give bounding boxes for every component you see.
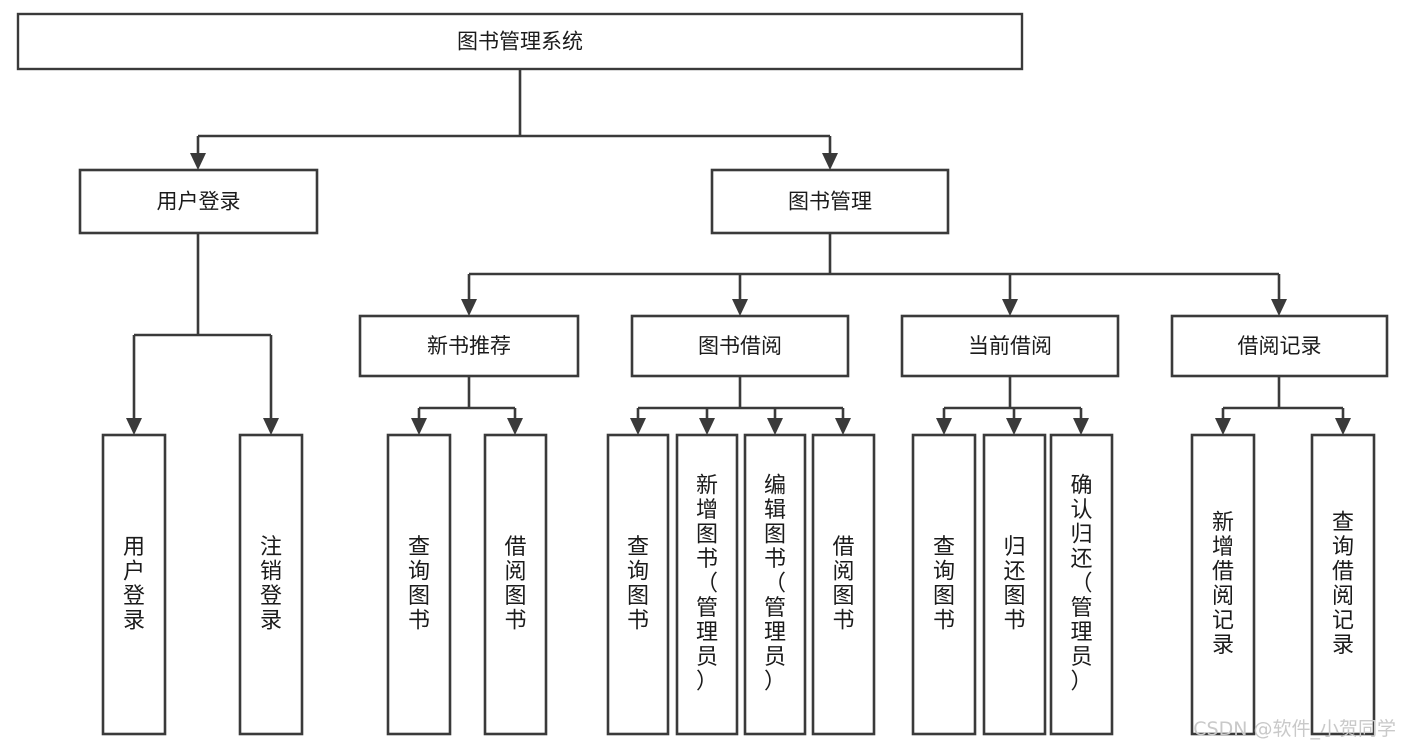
node-leaf_user_login[interactable]: 用户登录	[101, 433, 167, 736]
connector-group-login-to-leaves	[126, 233, 279, 435]
node-current[interactable]: 当前借阅	[900, 314, 1120, 378]
node-box-leaf_b_borrow[interactable]	[811, 433, 876, 736]
arrow-head-icon	[1002, 299, 1018, 316]
node-box-newbook[interactable]	[358, 314, 580, 378]
connector-group-root-to-level2	[190, 69, 838, 170]
node-label-bookmgmt: 图书管理	[788, 190, 872, 214]
node-label-root: 图书管理系统	[457, 30, 583, 54]
node-leaf_r_query[interactable]: 查询借阅记录	[1310, 433, 1376, 736]
arrow-head-icon	[822, 153, 838, 170]
node-box-leaf_r_query[interactable]	[1310, 433, 1376, 736]
node-label-leaf_user_logout: 注销登录	[260, 535, 282, 634]
arrow-head-icon	[411, 418, 427, 435]
node-label-leaf_c_confirm: 确认归还（管理员）	[1070, 474, 1092, 695]
node-label-borrow: 图书借阅	[698, 334, 782, 358]
arrow-head-icon	[190, 153, 206, 170]
node-box-leaf_c_return[interactable]	[982, 433, 1047, 736]
connector-group-records-to-leaves	[1215, 376, 1351, 435]
arrow-head-icon	[835, 418, 851, 435]
arrow-head-icon	[732, 299, 748, 316]
arrow-head-icon	[461, 299, 477, 316]
node-box-leaf_user_logout[interactable]	[238, 433, 304, 736]
node-box-leaf_c_query[interactable]	[911, 433, 977, 736]
node-label-current: 当前借阅	[968, 334, 1052, 358]
connector-group-borrow-to-leaves	[630, 376, 851, 435]
node-label-login: 用户登录	[157, 190, 241, 214]
node-label-leaf_b_borrow: 借阅图书	[832, 535, 854, 634]
arrow-head-icon	[263, 418, 279, 435]
arrow-head-icon	[1335, 418, 1351, 435]
nodes-layer: 图书管理系统用户登录图书管理新书推荐图书借阅当前借阅借阅记录用户登录注销登录查询…	[16, 12, 1389, 736]
connectors-layer	[126, 69, 1351, 435]
node-box-records[interactable]	[1170, 314, 1389, 378]
node-box-bookmgmt[interactable]	[710, 168, 950, 235]
node-label-leaf_b_edit: 编辑图书（管理员）	[764, 474, 786, 695]
arrow-head-icon	[936, 418, 952, 435]
node-login[interactable]: 用户登录	[78, 168, 319, 235]
connector-group-current-to-leaves	[936, 376, 1089, 435]
node-newbook[interactable]: 新书推荐	[358, 314, 580, 378]
node-box-leaf_b_edit[interactable]	[743, 433, 807, 736]
node-box-current[interactable]	[900, 314, 1120, 378]
node-label-leaf_new_borrow: 借阅图书	[504, 535, 526, 634]
connector-group-bookmgmt-to-level3	[461, 233, 1287, 316]
node-label-leaf_user_login: 用户登录	[123, 535, 145, 634]
connector-group-newbook-to-leaves	[411, 376, 523, 435]
node-leaf_c_confirm[interactable]: 确认归还（管理员）	[1049, 433, 1114, 736]
node-leaf_c_query[interactable]: 查询图书	[911, 433, 977, 736]
node-box-borrow[interactable]	[630, 314, 850, 378]
node-label-leaf_b_query: 查询图书	[627, 535, 649, 634]
arrow-head-icon	[699, 418, 715, 435]
csdn-watermark: CSDN @软件_小贺同学	[1193, 718, 1396, 740]
node-box-leaf_new_borrow[interactable]	[483, 433, 548, 736]
node-root[interactable]: 图书管理系统	[16, 12, 1024, 71]
node-leaf_r_add[interactable]: 新增借阅记录	[1190, 433, 1256, 736]
node-borrow[interactable]: 图书借阅	[630, 314, 850, 378]
node-leaf_c_return[interactable]: 归还图书	[982, 433, 1047, 736]
node-label-leaf_r_add: 新增借阅记录	[1212, 510, 1234, 658]
node-leaf_user_logout[interactable]: 注销登录	[238, 433, 304, 736]
node-label-records: 借阅记录	[1238, 334, 1322, 358]
arrow-head-icon	[1271, 299, 1287, 316]
node-label-leaf_b_add: 新增图书（管理员）	[696, 474, 718, 695]
node-box-leaf_r_add[interactable]	[1190, 433, 1256, 736]
node-leaf_b_query[interactable]: 查询图书	[606, 433, 670, 736]
node-box-leaf_b_add[interactable]	[675, 433, 739, 736]
node-leaf_new_query[interactable]: 查询图书	[386, 433, 452, 736]
node-box-leaf_new_query[interactable]	[386, 433, 452, 736]
arrow-head-icon	[1215, 418, 1231, 435]
arrow-head-icon	[1006, 418, 1022, 435]
node-leaf_new_borrow[interactable]: 借阅图书	[483, 433, 548, 736]
node-box-leaf_c_confirm[interactable]	[1049, 433, 1114, 736]
node-leaf_b_add[interactable]: 新增图书（管理员）	[675, 433, 739, 736]
node-records[interactable]: 借阅记录	[1170, 314, 1389, 378]
arrow-head-icon	[126, 418, 142, 435]
node-label-leaf_c_query: 查询图书	[933, 535, 955, 634]
node-bookmgmt[interactable]: 图书管理	[710, 168, 950, 235]
node-box-leaf_user_login[interactable]	[101, 433, 167, 736]
node-box-root[interactable]	[16, 12, 1024, 71]
arrow-head-icon	[1073, 418, 1089, 435]
node-label-leaf_r_query: 查询借阅记录	[1332, 510, 1354, 658]
node-leaf_b_borrow[interactable]: 借阅图书	[811, 433, 876, 736]
node-label-leaf_new_query: 查询图书	[408, 535, 430, 634]
node-box-login[interactable]	[78, 168, 319, 235]
arrow-head-icon	[767, 418, 783, 435]
node-leaf_b_edit[interactable]: 编辑图书（管理员）	[743, 433, 807, 736]
node-label-leaf_c_return: 归还图书	[1003, 535, 1025, 634]
arrow-head-icon	[507, 418, 523, 435]
arrow-head-icon	[630, 418, 646, 435]
node-label-newbook: 新书推荐	[427, 334, 511, 358]
node-box-leaf_b_query[interactable]	[606, 433, 670, 736]
